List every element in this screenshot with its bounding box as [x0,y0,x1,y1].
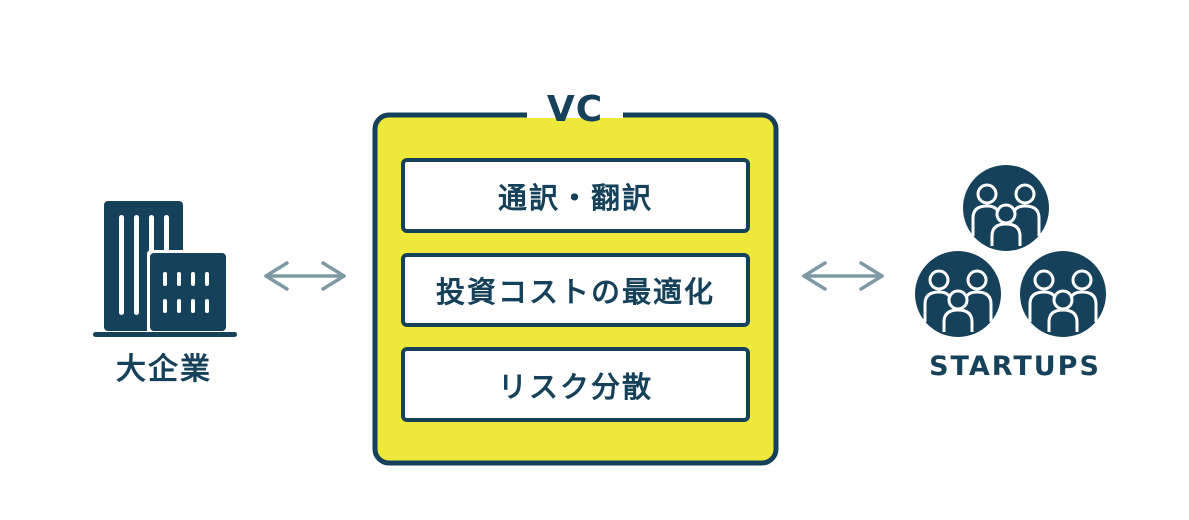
ground-line [93,332,237,337]
title-gap-fill [527,118,623,126]
startup-team-icon [915,251,1001,337]
small-building-windows [163,272,209,313]
startup-team-icon [963,165,1049,251]
service-box-risk-diversification: リスク分散 [401,347,750,422]
title-gap-top [527,110,623,120]
service-box-interpretation: 通訳・翻訳 [401,158,750,233]
startups-label: STARTUPS [929,351,1101,382]
service-label: 投資コストの最適化 [435,275,715,309]
bidirectional-arrow-right [802,261,884,291]
startup-team-icon [1020,251,1106,337]
large-enterprise-label: 大企業 [116,352,212,387]
bidirectional-arrow-left [264,261,346,291]
vc-title: VC [546,89,604,130]
office-building-icon [93,201,237,337]
tall-building-windows [119,215,169,315]
service-box-cost-optimization: 投資コストの最適化 [401,253,750,327]
service-label: 通訳・翻訳 [497,180,653,215]
service-label: リスク分散 [497,369,653,404]
